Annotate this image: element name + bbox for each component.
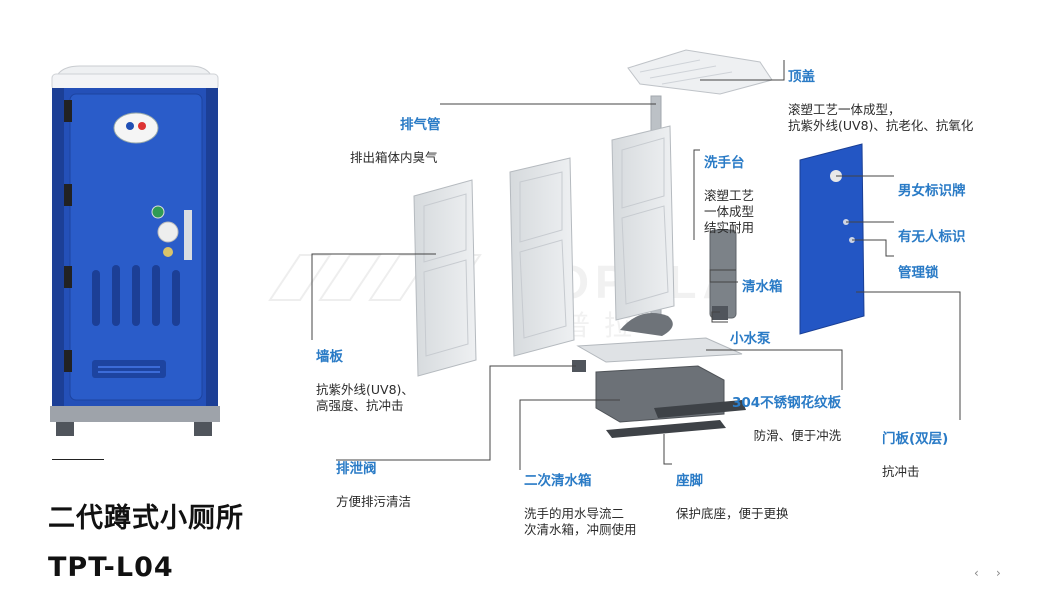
callout-occupied: 有无人标识 (898, 212, 966, 262)
wall-panel-right (611, 125, 675, 321)
callout-vent: 排气管 排出箱体内臭气 (350, 100, 441, 182)
callout-plate: 304不锈钢花纹板 防滑、便于冲洗 (732, 378, 841, 460)
callout-pump: 小水泵 (730, 314, 771, 364)
callout-vent-desc: 排出箱体内臭气 (350, 150, 438, 165)
callout-gender-sign: 男女标识牌 (898, 166, 966, 216)
wall-panel-left (413, 179, 477, 377)
prev-arrow-icon[interactable]: ‹ (974, 566, 979, 580)
callout-lock: 管理锁 (898, 248, 939, 298)
stainless-plate-part (576, 337, 743, 363)
callout-secondary-tank-desc: 洗手的用水导流二 次清水箱，冲厕使用 (524, 506, 637, 537)
callout-door: 门板(双层) 抗冲击 (882, 414, 948, 496)
callout-lock-title: 管理锁 (898, 265, 939, 281)
callout-vent-title: 排气管 (400, 117, 441, 133)
pump-part (712, 306, 728, 320)
callout-plate-desc: 防滑、便于冲洗 (753, 428, 842, 443)
callout-secondary-tank: 二次清水箱 洗手的用水导流二 次清水箱，冲厕使用 (524, 456, 637, 554)
callout-secondary-tank-title: 二次清水箱 (524, 473, 592, 489)
callout-base: 座脚 保护底座，便于更换 (676, 456, 789, 538)
roof-part (627, 49, 773, 95)
product-model: TPT-L04 (48, 552, 174, 583)
door-panel-part (799, 143, 865, 335)
cabin-illustration (50, 65, 220, 436)
callout-occupied-title: 有无人标识 (898, 229, 966, 245)
callout-base-desc: 保护底座，便于更换 (676, 506, 789, 521)
base-foot-part (606, 420, 726, 438)
product-title: 二代蹲式小厕所 (48, 503, 244, 534)
callout-drain-desc: 方便排污清洁 (336, 494, 412, 509)
callout-roof-desc: 滚塑工艺一体成型， 抗紫外线(UV8)、抗老化、抗氧化 (788, 102, 974, 133)
callout-door-desc: 抗冲击 (882, 464, 920, 479)
wall-panel-middle (509, 157, 575, 357)
callout-water-tank-title: 清水箱 (742, 279, 783, 295)
callout-base-title: 座脚 (676, 473, 703, 489)
callout-wall-desc: 抗紫外线(UV8)、 高强度、抗冲击 (316, 382, 414, 413)
callout-sink-title: 洗手台 (704, 155, 745, 171)
callout-drain-title: 排泄阀 (336, 461, 377, 477)
callout-gender-sign-title: 男女标识牌 (898, 183, 966, 199)
callout-water-tank: 清水箱 (742, 262, 783, 312)
callout-plate-title: 304不锈钢花纹板 (732, 395, 842, 411)
callout-wall: 墙板 抗紫外线(UV8)、 高强度、抗冲击 (316, 332, 414, 430)
callout-sink-desc: 滚塑工艺 一体成型 结实耐用 (704, 188, 755, 235)
callout-roof-title: 顶盖 (788, 69, 815, 85)
callout-pump-title: 小水泵 (730, 331, 771, 347)
drain-valve-part (572, 360, 586, 372)
callout-roof: 顶盖 滚塑工艺一体成型， 抗紫外线(UV8)、抗老化、抗氧化 (788, 52, 973, 150)
callout-door-title: 门板(双层) (882, 431, 949, 447)
callout-sink: 洗手台 滚塑工艺 一体成型 结实耐用 (704, 138, 754, 252)
callout-drain: 排泄阀 方便排污清洁 (336, 444, 411, 526)
next-arrow-icon[interactable]: › (996, 566, 1001, 580)
callout-wall-title: 墙板 (316, 349, 343, 365)
title-rule (52, 459, 104, 460)
